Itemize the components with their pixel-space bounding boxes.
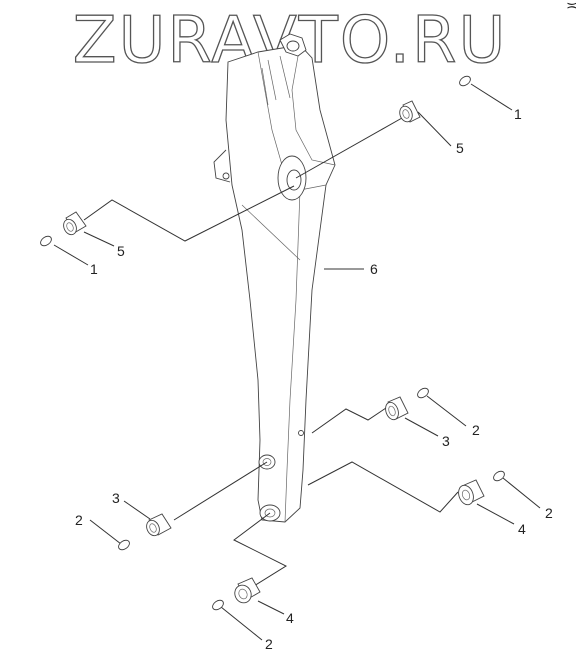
- callout-4-bottom: 4: [286, 610, 294, 626]
- part-5-bush-left: [63, 211, 87, 236]
- part-2-oring-bottom: [212, 599, 224, 611]
- part-1-oring-left: [40, 235, 52, 247]
- callout-3-right: 3: [442, 433, 450, 449]
- callout-2-left: 2: [75, 512, 83, 528]
- part-2-oring-left-lower: [118, 539, 130, 551]
- callout-2-bottom: 2: [265, 636, 273, 652]
- callout-5-left: 5: [117, 243, 125, 259]
- part-3-bush-right-upper: [385, 396, 409, 421]
- arm-boom: [213, 33, 336, 523]
- callout-4-right: 4: [518, 521, 526, 537]
- callout-2-right-upper: 2: [472, 422, 480, 438]
- callout-1-upper: 1: [514, 106, 522, 122]
- part-3-bush-left-lower: [146, 513, 172, 537]
- callout-1-left: 1: [90, 261, 98, 277]
- callout-5-upper: 5: [456, 140, 464, 156]
- callout-3-left: 3: [112, 490, 120, 506]
- callout-6: 6: [370, 261, 378, 277]
- part-1-oring-upper-right: [459, 75, 471, 87]
- part-5-bush-upper-right: [399, 100, 421, 123]
- part-4-flanged-bush-bottom: [234, 577, 261, 604]
- callout-2-right-lower: 2: [545, 505, 553, 521]
- leader-lines: [53, 83, 541, 641]
- part-2-oring-right-upper: [417, 387, 429, 399]
- corner-mark: ≍: [566, 0, 576, 13]
- part-2-oring-right-lower: [493, 470, 505, 482]
- part-4-flanged-bush-right: [458, 479, 485, 506]
